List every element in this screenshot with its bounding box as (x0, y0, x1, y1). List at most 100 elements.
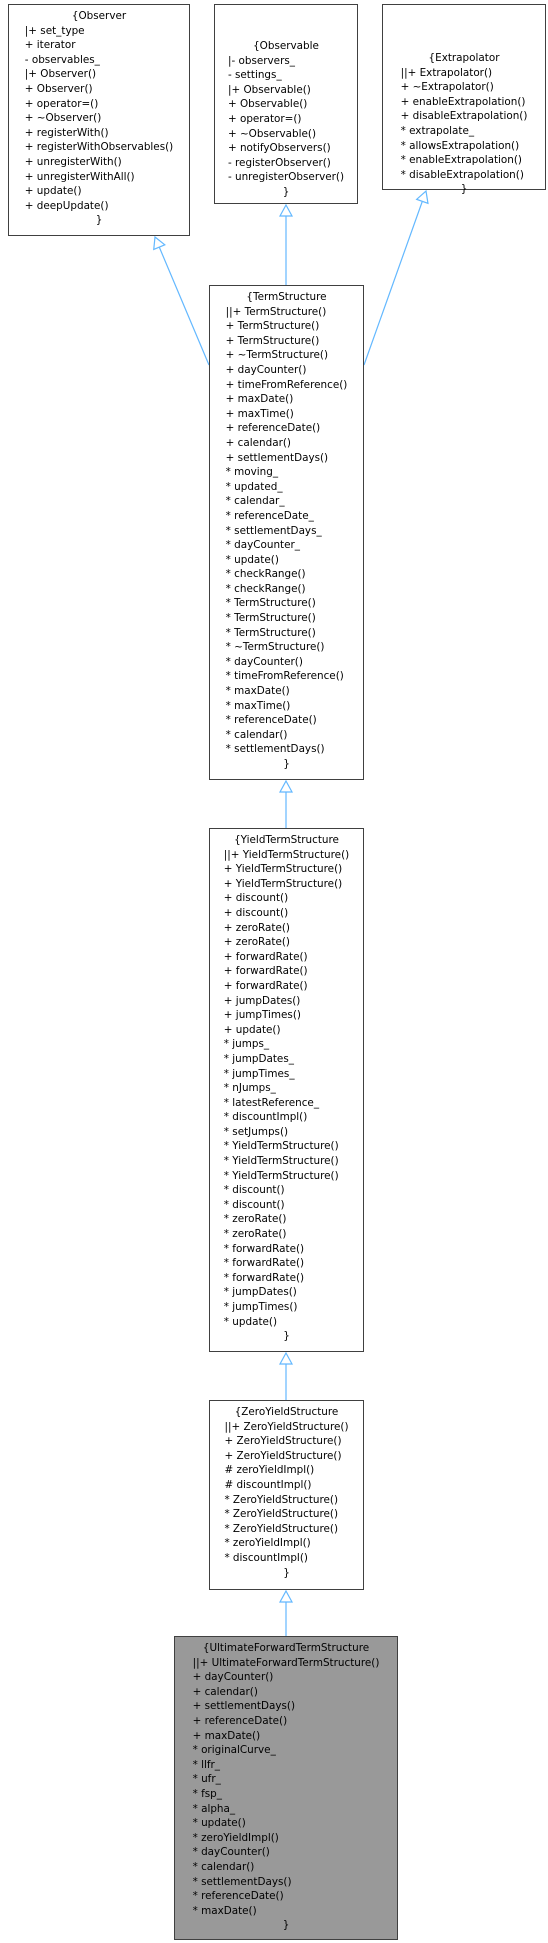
member-item: * maxDate() (192, 1904, 257, 1917)
member-item: * referenceDate_ (225, 509, 314, 522)
class-close-brace: } (282, 185, 290, 198)
member-list: |+ set_type+ iterator- observables_|+ Ob… (25, 24, 173, 214)
member-item: * llfr_ (192, 1758, 220, 1771)
member-item: * checkRange() (225, 582, 306, 595)
member-item: |+ Observable() (227, 83, 311, 96)
member-item: - unregisterObserver() (227, 171, 345, 184)
member-item: # zeroYieldImpl() (224, 1464, 315, 1477)
member-item: ||+ UltimateForwardTermStructure() (192, 1656, 380, 1669)
class-title: {YieldTermStructure (234, 834, 339, 846)
member-item: + TermStructure() (225, 334, 320, 347)
member-item: + unregisterWithAll() (24, 170, 135, 183)
member-item: + ZeroYieldStructure() (224, 1435, 342, 1448)
member-item: * ~TermStructure() (225, 641, 325, 654)
member-item: + settlementDays() (225, 451, 329, 464)
class-observer[interactable]: {Observer|+ set_type+ iterator- observab… (8, 4, 190, 236)
class-close-brace: } (283, 1566, 290, 1579)
member-item: * TermStructure() (225, 597, 316, 610)
class-extrapolator[interactable]: {Extrapolator ||+ Extrapolator()+ ~Extrap… (382, 4, 546, 195)
class-close-brace: } (460, 183, 468, 196)
member-item: + update() (24, 185, 82, 198)
member-item: + Observer() (24, 82, 93, 95)
class-title: {Extrapolator (428, 52, 500, 64)
member-item: * jumpTimes_ (223, 1067, 295, 1080)
class-zero-yield-structure[interactable]: {ZeroYieldStructure||+ ZeroYieldStructur… (209, 1400, 364, 1590)
member-item: * YieldTermStructure() (223, 1169, 339, 1182)
member-item: * alpha_ (192, 1802, 236, 1815)
member-item: - observables_ (24, 53, 100, 66)
member-item: + maxDate() (192, 1729, 261, 1742)
member-item: * moving_ (225, 466, 279, 479)
member-item: + jumpDates() (223, 994, 301, 1007)
member-item: * update() (192, 1817, 246, 1830)
inheritance-edge (158, 246, 210, 366)
member-item: + ~Observable() (227, 127, 317, 140)
member-item: + registerWith() (24, 126, 109, 139)
member-item: |+ set_type (24, 24, 85, 37)
member-item: * disableExtrapolation() (400, 168, 524, 181)
member-item: * checkRange() (225, 568, 306, 581)
member-item: * forwardRate() (223, 1257, 305, 1270)
member-item: * ZeroYieldStructure() (224, 1508, 339, 1521)
member-item: * zeroRate() (223, 1228, 287, 1241)
member-item: + timeFromReference() (225, 378, 348, 391)
member-item: ||+ Extrapolator() (400, 66, 493, 79)
member-item: + registerWithObservables() (24, 141, 174, 154)
member-item: + forwardRate() (223, 950, 308, 963)
member-item: * zeroRate() (223, 1213, 287, 1226)
member-list: ||+ TermStructure()+ TermStructure()+ Te… (226, 305, 348, 757)
member-item: + disableExtrapolation() (400, 110, 528, 123)
member-item: + jumpTimes() (223, 1009, 301, 1022)
inheritance-arrowhead (278, 203, 294, 217)
member-item: + ~Observer() (24, 112, 102, 125)
member-item: + update() (223, 1023, 281, 1036)
member-item: * TermStructure() (225, 612, 316, 625)
member-item: # discountImpl() (224, 1478, 312, 1491)
member-item: * originalCurve_ (192, 1744, 276, 1757)
member-item: * dayCounter_ (225, 539, 300, 552)
member-item: * YieldTermStructure() (223, 1140, 339, 1153)
class-term-structure[interactable]: {TermStructure ||+ TermStructure() + TermS… (209, 285, 364, 780)
member-item: * referenceDate() (192, 1890, 284, 1903)
member-item: + calendar() (225, 436, 291, 449)
member-item: + operator=() (24, 97, 99, 110)
member-item: ||+ TermStructure() (225, 305, 327, 318)
inheritance-arrowhead (153, 235, 166, 251)
member-item: ||+ YieldTermStructure() (223, 848, 350, 861)
class-close-brace: } (283, 758, 290, 770)
member-list: ||+ Extrapolator()+ ~Extrapolator()+ ena… (401, 66, 528, 183)
class-yield-term-structure[interactable]: {YieldTermStructure ||+ YieldTermStructur… (209, 828, 364, 1352)
inheritance-arrowhead (415, 189, 429, 205)
inheritance-arrowhead (278, 1589, 294, 1603)
member-item: + discount() (223, 906, 289, 919)
member-item: * zeroYieldImpl() (224, 1537, 311, 1550)
member-item: + maxDate() (225, 393, 294, 406)
class-observable[interactable]: {Observable|- observers_- settings_|+ Ob… (214, 4, 358, 204)
member-item: * fsp_ (192, 1787, 222, 1800)
member-item: + unregisterWith() (24, 155, 122, 168)
member-item: + forwardRate() (223, 965, 308, 978)
member-item: + zeroRate() (223, 936, 290, 949)
member-item: + calendar() (192, 1685, 258, 1698)
member-item: * setJumps() (223, 1125, 289, 1138)
member-item: + Observable() (227, 98, 308, 111)
member-item: * calendar() (225, 728, 288, 741)
member-item: + ~TermStructure() (225, 349, 328, 362)
member-item: * allowsExtrapolation() (400, 139, 520, 152)
member-item: * calendar_ (225, 495, 285, 508)
member-item: + dayCounter() (225, 363, 307, 376)
member-item: * discountImpl() (223, 1111, 308, 1124)
inheritance-arrowhead (278, 1351, 294, 1365)
class-ultimate-forward-term-structure[interactable]: {UltimateForwardTermStructure||+ Ultimat… (174, 1636, 398, 1940)
member-item: * forwardRate() (223, 1242, 305, 1255)
inheritance-edge (363, 201, 423, 366)
member-item: * dayCounter() (225, 655, 303, 668)
inheritance-arrowhead (278, 779, 294, 793)
class-title: {TermStructure (246, 291, 327, 303)
member-item: + iterator (24, 39, 76, 52)
member-item: - registerObserver() (227, 156, 331, 169)
member-item: * referenceDate() (225, 714, 317, 727)
member-item: * enableExtrapolation() (400, 154, 522, 167)
member-item: * jumpDates_ (223, 1052, 294, 1065)
